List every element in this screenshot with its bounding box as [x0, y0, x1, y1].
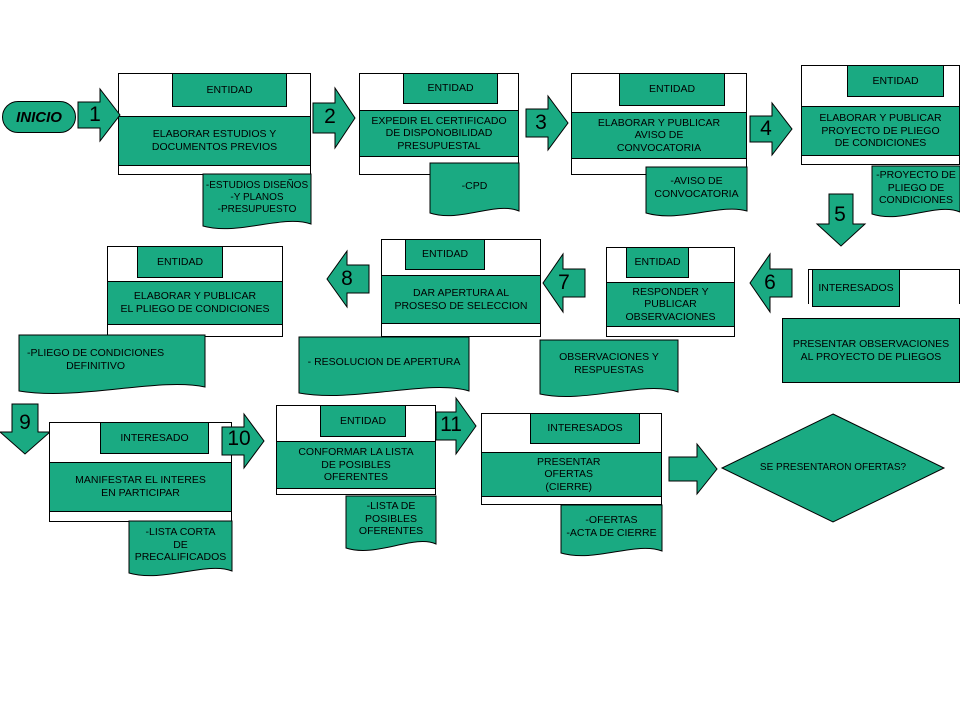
start-terminator: INICIO: [2, 101, 76, 133]
step-1-output-document: [202, 173, 312, 230]
step-2-arrow: [312, 86, 356, 150]
step-10-actor: ENTIDAD: [320, 405, 406, 437]
step-9-activity: MANIFESTAR EL INTERES EN PARTICIPAR: [49, 462, 232, 512]
step-3-activity: ELABORAR Y PUBLICAR AVISO DE CONVOCATORI…: [571, 112, 747, 159]
step-10-output-document: [345, 495, 437, 551]
step-2-output: -CPD: [461, 179, 488, 192]
step-10-activity: CONFORMAR LA LISTA DE POSIBLES OFERENTES: [276, 441, 436, 489]
decision-arrow: [668, 442, 718, 496]
step-11-output-document: [560, 504, 663, 557]
step-4-activity: ELABORAR Y PUBLICAR PROYECTO DE PLIEGO D…: [801, 106, 960, 156]
step-8-activity: ELABORAR Y PUBLICAR EL PLIEGO DE CONDICI…: [107, 281, 283, 325]
step-6-actor: ENTIDAD: [626, 247, 689, 278]
step-4-actor: ENTIDAD: [847, 65, 944, 97]
step-2-activity: EXPEDIR EL CERTIFICADO DE DISPONOBILIDAD…: [359, 110, 519, 157]
step-5-number: 5: [834, 203, 846, 226]
step-4-arrow: [749, 101, 793, 157]
step-7-activity: DAR APERTURA AL PROSESO DE SELECCION: [381, 275, 541, 324]
step-8-number: 8: [341, 267, 353, 290]
step-1-output: -ESTUDIOS DISEÑOS -Y PLANOS -PRESUPUESTO: [205, 180, 309, 215]
step-11-number: 11: [440, 413, 462, 436]
step-5-activity: PRESENTAR OBSERVACIONES AL PROYECTO DE P…: [782, 318, 960, 383]
step-3-actor: ENTIDAD: [619, 73, 725, 106]
step-8-output: -PLIEGO DE CONDICIONES DEFINITIVO: [27, 347, 165, 372]
step-7-output-document: [298, 336, 470, 396]
step-11-activity: PRESENTAR OFERTAS (CIERRE): [481, 452, 662, 497]
step-5-actor: INTERESADOS: [812, 269, 900, 307]
step-3-arrow: [525, 94, 569, 152]
step-9-output-document: [128, 520, 233, 577]
step-8-arrow: [326, 249, 370, 309]
step-5-arrow: [815, 193, 867, 247]
step-8-output-document: [18, 334, 206, 394]
step-11-output: -OFERTAS -ACTA DE CIERRE: [566, 514, 657, 539]
step-1-activity: ELABORAR ESTUDIOS Y DOCUMENTOS PREVIOS: [118, 116, 311, 166]
step-4-output: -PROYECTO DE PLIEGO DE CONDICIONES: [876, 169, 956, 207]
step-4-number: 4: [760, 117, 772, 140]
step-7-arrow: [542, 252, 586, 314]
step-7-number: 7: [558, 271, 570, 294]
step-1-actor: ENTIDAD: [172, 73, 287, 107]
step-7-actor: ENTIDAD: [405, 239, 485, 270]
step-11-actor: INTERESADOS: [530, 413, 640, 444]
step-10-output: -LISTA DE POSIBLES OFERENTES: [358, 500, 424, 538]
step-3-output: -AVISO DE CONVOCATORIA: [654, 175, 739, 200]
step-7-output: - RESOLUCION DE APERTURA: [307, 355, 461, 368]
step-6-activity: RESPONDER Y PUBLICAR OBSERVACIONES: [606, 282, 735, 327]
step-6-output-document: [539, 339, 679, 397]
decision-diamond: [720, 413, 946, 523]
step-3-number: 3: [535, 111, 547, 134]
step-2-output-document: [429, 162, 520, 217]
decision-label: SE PRESENTARON OFERTAS?: [759, 462, 907, 473]
step-6-number: 6: [764, 271, 776, 294]
step-8-actor: ENTIDAD: [137, 246, 223, 278]
step-9-number: 9: [19, 411, 31, 434]
step-2-number: 2: [324, 105, 336, 128]
step-1-arrow: [77, 87, 121, 143]
step-2-actor: ENTIDAD: [403, 73, 498, 104]
step-10-arrow: [221, 412, 265, 470]
step-9-actor: INTERESADO: [100, 422, 209, 454]
step-9-output: -LISTA CORTA DE PRECALIFICADOS: [134, 526, 227, 564]
step-6-output: OBSERVACIONES Y RESPUESTAS: [559, 351, 659, 376]
step-6-arrow: [749, 252, 793, 314]
step-10-number: 10: [227, 427, 251, 450]
step-1-number: 1: [89, 103, 101, 126]
step-3-output-document: [645, 166, 748, 217]
step-9-arrow: [0, 403, 52, 455]
step-11-arrow: [435, 396, 477, 456]
